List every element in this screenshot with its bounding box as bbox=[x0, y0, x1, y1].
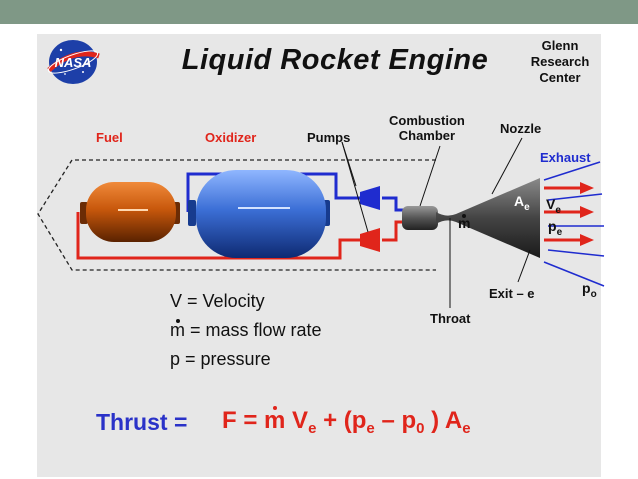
eq-p0-sub: 0 bbox=[416, 420, 425, 437]
fuel-pump bbox=[360, 228, 380, 252]
ambient-pressure-symbol-base: p bbox=[582, 280, 591, 296]
legend-symbol: m bbox=[170, 319, 185, 340]
legend-text: = Velocity bbox=[187, 291, 265, 311]
ambient-pressure-symbol-sub: o bbox=[590, 288, 597, 300]
eq-v: V bbox=[292, 407, 309, 434]
pointer-line bbox=[517, 249, 531, 283]
center-name: Glenn Research Center bbox=[520, 38, 600, 86]
top-banner bbox=[0, 0, 638, 24]
eq-open-pe: (p bbox=[343, 407, 367, 434]
legend-symbol: p bbox=[170, 349, 181, 369]
legend-item: p = pressure bbox=[170, 349, 271, 370]
eq-a: A bbox=[444, 407, 463, 434]
nozzle bbox=[436, 178, 540, 258]
diagram-panel bbox=[37, 34, 601, 477]
combustion-chamber bbox=[402, 206, 438, 230]
exit-pressure-symbol-sub: e bbox=[556, 226, 563, 238]
legend-symbol: V bbox=[170, 291, 183, 311]
legend-text: = mass flow rate bbox=[190, 320, 322, 340]
exhaust-plume-lines bbox=[543, 161, 605, 287]
combustion-chamber-label-line: Chamber bbox=[398, 128, 456, 143]
ambient-pressure-symbol: po bbox=[582, 280, 597, 300]
center-name-line: Center bbox=[539, 70, 581, 85]
pointer-line bbox=[419, 145, 441, 207]
legend-item: V = Velocity bbox=[170, 291, 265, 312]
vehicle-outline bbox=[37, 159, 436, 271]
throat-label: Throat bbox=[430, 311, 471, 326]
oxidizer-pump bbox=[360, 186, 380, 210]
pointer-line bbox=[341, 141, 369, 233]
legend-item: m = mass flow rate bbox=[170, 319, 322, 341]
thrust-equation: F = m Ve + (pe – p0 ) Ae bbox=[222, 406, 471, 437]
eq-close: ) bbox=[431, 407, 440, 434]
mass-flow-symbol: m bbox=[458, 214, 471, 231]
center-name-line: Research bbox=[530, 54, 590, 69]
exit-velocity-symbol-base: V bbox=[546, 196, 556, 212]
exhaust-arrows bbox=[544, 182, 594, 246]
eq-a-sub: e bbox=[462, 420, 471, 437]
fuel-line-2 bbox=[382, 220, 406, 242]
eq-minus-p: – p bbox=[381, 407, 417, 434]
exit-pressure-symbol: pe bbox=[548, 218, 562, 238]
exhaust-label: Exhaust bbox=[540, 150, 591, 165]
combustion-chamber-label-line: Combustion bbox=[389, 113, 465, 128]
thrust-label: Thrust = bbox=[96, 409, 188, 435]
eq-mdot: m bbox=[264, 406, 286, 434]
fuel-line bbox=[76, 212, 362, 260]
oxidizer-line-2 bbox=[382, 196, 406, 212]
exit-velocity-symbol: Ve bbox=[546, 196, 561, 216]
exit-area-symbol-sub: e bbox=[524, 201, 530, 213]
oxidizer-label: Oxidizer bbox=[205, 130, 257, 145]
fuel-label: Fuel bbox=[96, 130, 123, 145]
fuel-tank bbox=[80, 182, 180, 242]
eq-plus: + bbox=[323, 407, 338, 434]
exit-pressure-symbol-base: p bbox=[548, 218, 557, 234]
center-name-line: Glenn bbox=[541, 38, 579, 53]
exit-area-symbol-base: A bbox=[514, 193, 525, 209]
nozzle-label: Nozzle bbox=[500, 121, 542, 136]
exit-velocity-symbol-sub: e bbox=[555, 204, 561, 216]
eq-pe-sub: e bbox=[366, 420, 375, 437]
nasa-logo-text: NASA bbox=[55, 55, 92, 70]
nasa-meatball-logo: NASA bbox=[47, 40, 100, 84]
page-title: Liquid Rocket Engine bbox=[181, 44, 489, 76]
eq-f: F bbox=[222, 407, 237, 434]
oxidizer-line bbox=[186, 172, 362, 212]
eq-equals: = bbox=[243, 407, 258, 434]
exit-area-symbol: Ae bbox=[514, 193, 530, 213]
combustion-chamber-label: Combustion Chamber bbox=[389, 113, 465, 143]
mass-flow-symbol-text: m bbox=[458, 214, 471, 231]
oxidizer-tank bbox=[188, 170, 330, 258]
pumps-label: Pumps bbox=[307, 130, 351, 145]
eq-v-sub: e bbox=[308, 420, 317, 437]
pointer-line bbox=[491, 137, 523, 195]
legend-text: = pressure bbox=[185, 349, 271, 369]
exit-label: Exit – e bbox=[489, 286, 535, 301]
